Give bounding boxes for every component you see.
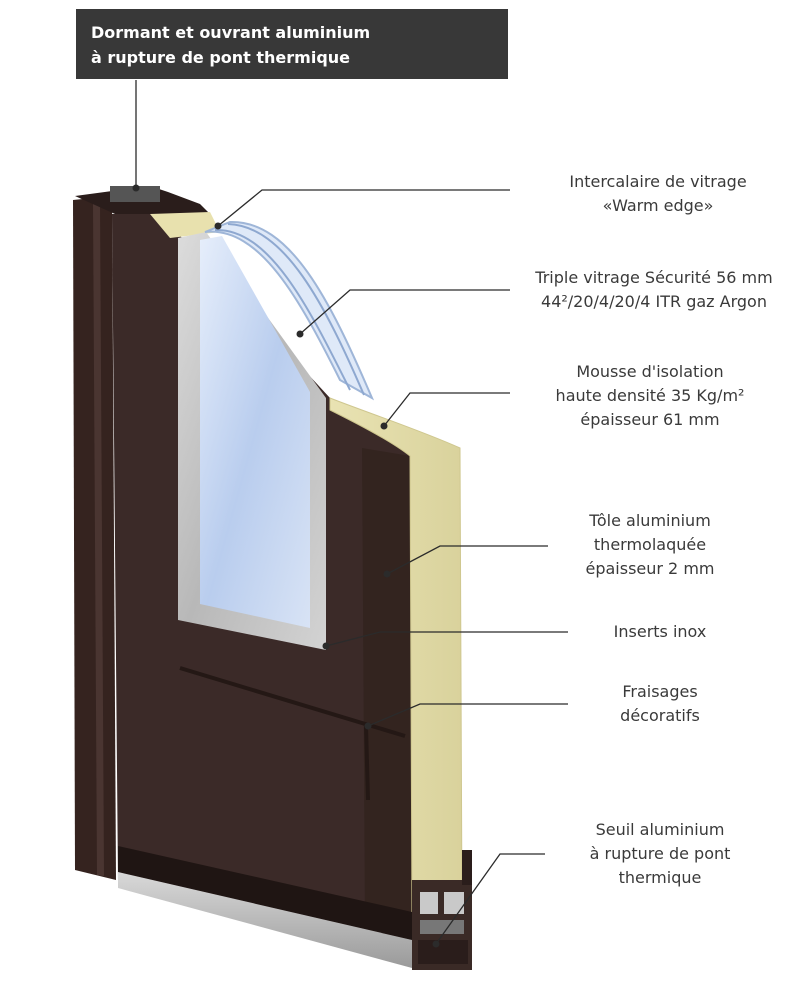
leader-triple-vitrage xyxy=(299,289,510,335)
label-fraisages-line-1: Fraisages xyxy=(622,682,698,701)
label-fraisages-line-2: décoratifs xyxy=(620,706,700,725)
label-intercalaire-line-2: «Warm edge» xyxy=(602,196,714,215)
label-tole: Tôle aluminium thermolaquée épaisseur 2 … xyxy=(540,509,760,581)
frame-left-stile xyxy=(73,196,116,880)
label-triple-vitrage: Triple vitrage Sécurité 56 mm 44²/20/4/2… xyxy=(510,266,798,314)
dot-fraisages xyxy=(364,722,372,730)
leader-lines xyxy=(135,80,568,945)
glazing-pane-line-2 xyxy=(227,223,365,396)
leader-tole xyxy=(386,545,548,575)
label-mousse-line-3: épaisseur 61 mm xyxy=(580,410,720,429)
title-line-1: Dormant et ouvrant aluminium xyxy=(91,23,371,42)
dot-inserts xyxy=(322,642,330,650)
decorative-groove-vertical xyxy=(364,725,370,801)
label-mousse-line-1: Mousse d'isolation xyxy=(576,362,724,381)
triple-glazing-curve xyxy=(204,220,375,401)
frame-top-insert xyxy=(110,186,160,202)
leader-intercalaire xyxy=(217,189,510,227)
frame-left-highlight xyxy=(93,203,104,876)
label-seuil-line-1: Seuil aluminium xyxy=(595,820,725,839)
label-inserts: Inserts inox xyxy=(560,620,760,644)
label-seuil: Seuil aluminium à rupture de pont thermi… xyxy=(540,818,780,890)
leader-seuil xyxy=(435,853,545,945)
aluminium-sill xyxy=(118,872,412,968)
title-box: Dormant et ouvrant aluminium à rupture d… xyxy=(76,9,508,79)
label-mousse: Mousse d'isolation haute densité 35 Kg/m… xyxy=(510,360,790,432)
leader-fraisages xyxy=(367,703,568,727)
dot-tole xyxy=(383,570,391,578)
label-intercalaire: Intercalaire de vitrage «Warm edge» xyxy=(518,170,798,218)
glazing-pane-line-1 xyxy=(214,228,351,391)
dot-intercalaire xyxy=(214,222,222,230)
label-seuil-line-2: à rupture de pont xyxy=(589,844,731,863)
dot-seuil xyxy=(432,940,440,948)
label-tole-line-3: épaisseur 2 mm xyxy=(585,559,715,578)
leader-dots xyxy=(132,184,440,948)
dot-mousse xyxy=(380,422,388,430)
leader-inserts xyxy=(325,631,568,647)
door-bottom-rail xyxy=(118,846,412,940)
title-line-2: à rupture de pont thermique xyxy=(91,48,351,67)
label-triple-vitrage-line-2: 44²/20/4/20/4 ITR gaz Argon xyxy=(541,292,767,311)
label-tole-line-2: thermolaquée xyxy=(593,535,707,554)
label-triple-vitrage-line-1: Triple vitrage Sécurité 56 mm xyxy=(535,268,773,287)
panel-right-edge xyxy=(362,448,412,940)
glass-pane xyxy=(200,236,310,628)
label-inserts-line-1: Inserts inox xyxy=(613,622,707,641)
leader-mousse xyxy=(383,392,510,427)
label-mousse-line-2: haute densité 35 Kg/m² xyxy=(555,386,745,405)
label-seuil-line-3: thermique xyxy=(618,868,702,887)
foam-top-strip xyxy=(150,212,220,238)
label-tole-line-1: Tôle aluminium xyxy=(589,511,711,530)
label-fraisages: Fraisages décoratifs xyxy=(560,680,760,728)
sill-profile xyxy=(412,850,472,970)
label-intercalaire-line-1: Intercalaire de vitrage xyxy=(569,172,747,191)
dot-title xyxy=(132,184,140,192)
dot-triple-vitrage xyxy=(296,330,304,338)
